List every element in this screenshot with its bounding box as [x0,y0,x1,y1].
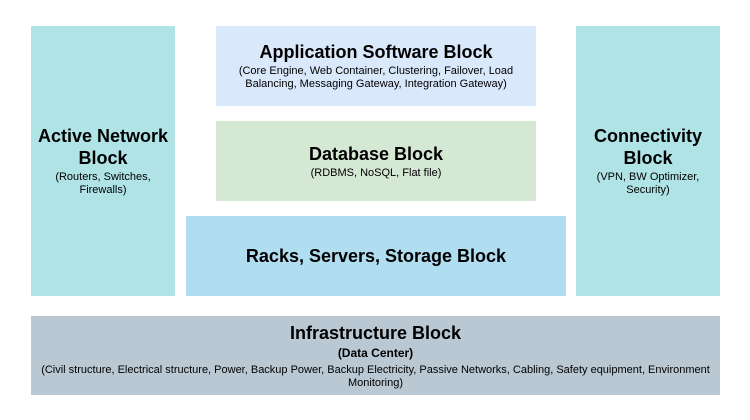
database-block: Database Block (RDBMS, NoSQL, Flat file) [216,121,536,201]
infrastructure-block-title: Infrastructure Block [289,322,462,343]
connectivity-block-subtitle: (VPN, BW Optimizer, Security) [596,171,700,196]
active-network-block-title: Active Network Block [37,126,169,168]
application-software-block: Application Software Block (Core Engine,… [216,26,536,106]
infrastructure-block-subtitle: (Civil structure, Electrical structure, … [41,363,710,389]
application-software-block-subtitle: (Core Engine, Web Container, Clustering,… [238,65,514,90]
application-software-block-title: Application Software Block [259,42,493,62]
infrastructure-block-label: (Data Center) [337,345,414,360]
connectivity-block: Connectivity Block (VPN, BW Optimizer, S… [576,26,720,296]
connectivity-block-title: Connectivity Block [593,126,703,168]
database-block-subtitle: (RDBMS, NoSQL, Flat file) [310,166,442,179]
racks-servers-storage-block-title: Racks, Servers, Storage Block [245,246,507,266]
infrastructure-block: Infrastructure Block (Data Center) (Civi… [31,316,720,395]
racks-servers-storage-block: Racks, Servers, Storage Block [186,216,566,296]
active-network-block: Active Network Block (Routers, Switches,… [31,26,175,296]
database-block-title: Database Block [308,143,444,164]
active-network-block-subtitle: (Routers, Switches, Firewalls) [55,171,151,196]
